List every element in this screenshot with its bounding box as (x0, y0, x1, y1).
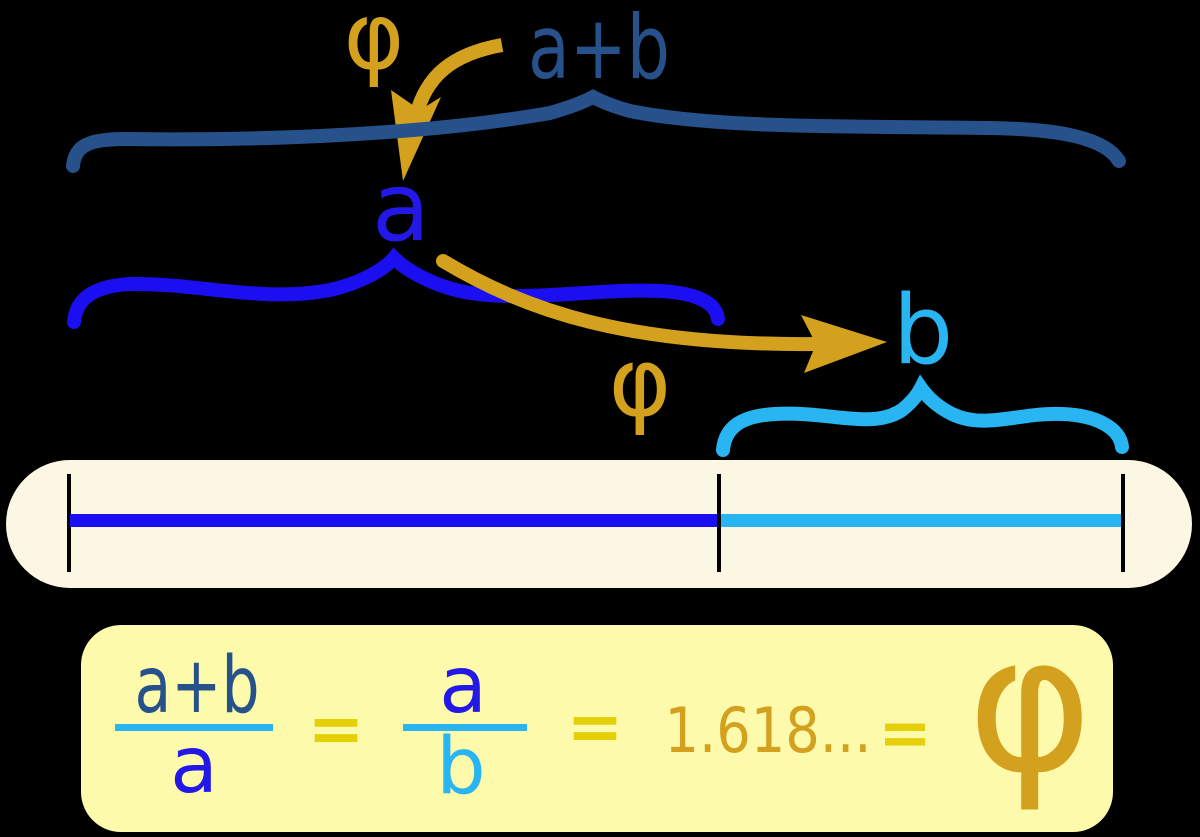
brace-a (67, 247, 725, 329)
tick-left (67, 474, 71, 572)
tick-middle (717, 474, 721, 572)
tick-right (1121, 474, 1125, 572)
whole-segment-label: a+b (528, 0, 670, 99)
golden-ratio-value: 1.618... (665, 694, 872, 767)
fraction1-numerator: a+b (135, 641, 260, 731)
segment-a-label: a (372, 153, 430, 263)
phi-arrow-down-shaft (409, 38, 504, 118)
fraction2-bar (403, 724, 527, 731)
equals-sign-2: = (567, 688, 624, 767)
segment-b-label: b (893, 276, 953, 386)
segment-b-line (721, 514, 1121, 527)
equals-sign-1: = (308, 690, 365, 769)
brace-b (716, 374, 1129, 457)
phi-arrow-right-shaft (436, 254, 825, 352)
segment-a-line (70, 514, 717, 527)
equation-box (81, 625, 1113, 832)
brace-a-plus-b (66, 89, 1126, 173)
fraction1-denominator: a (170, 721, 218, 811)
fraction2-denominator: b (436, 722, 486, 812)
fraction1-bar (115, 724, 273, 731)
phi-upper-label: φ (344, 0, 405, 90)
phi-arrow-right-head (801, 315, 887, 373)
equals-sign-3: = (878, 697, 932, 771)
phi-symbol-large: φ (967, 594, 1092, 815)
fraction2-numerator: a (439, 641, 487, 731)
phi-lower-label: φ (609, 328, 672, 438)
